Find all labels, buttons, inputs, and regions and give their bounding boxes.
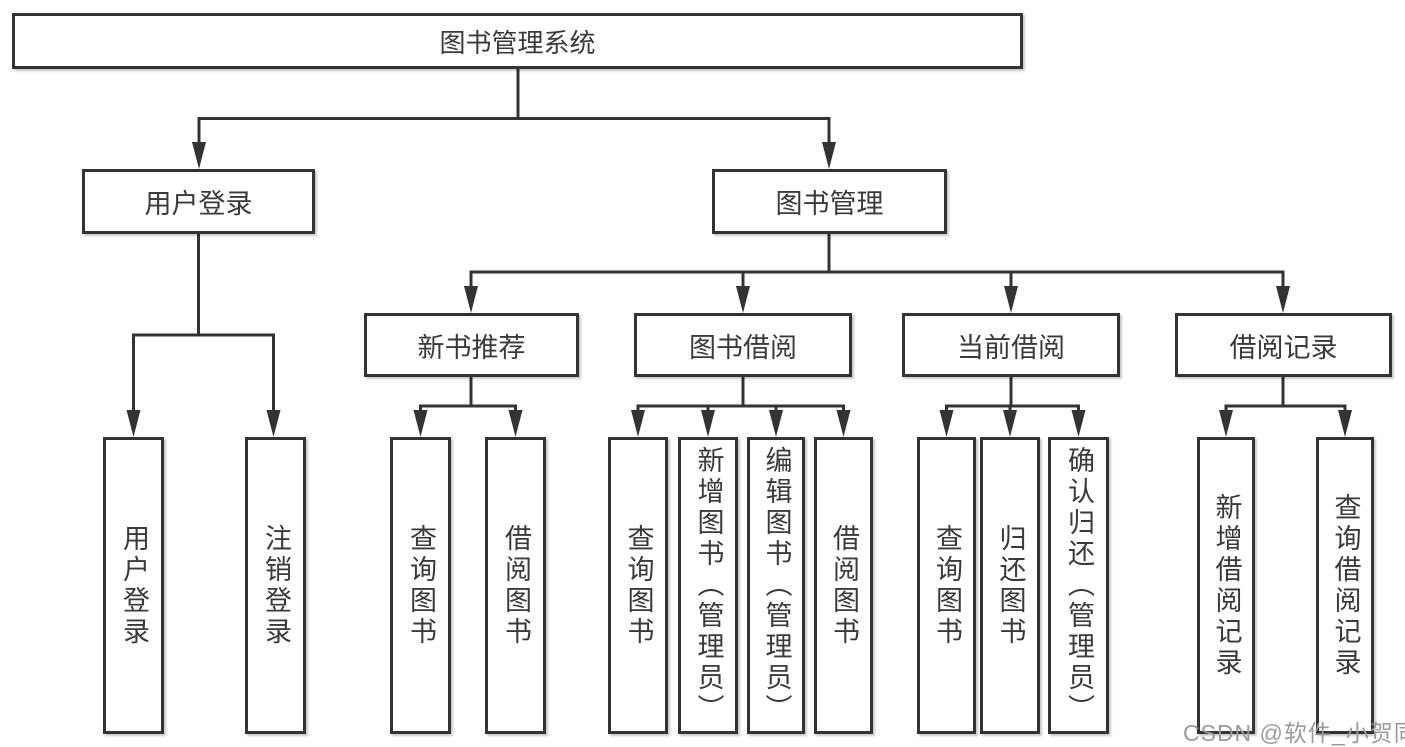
connector-book-management-to-level3 [464, 233, 1290, 313]
connector-borrow-record-to-leaves [1219, 377, 1352, 437]
leaf-record-add: 新增借阅记录 [1197, 437, 1255, 734]
node-user-login-label: 用户登录 [144, 189, 253, 219]
connector-book-borrow-to-leaves [631, 377, 851, 437]
node-book-borrow: 图书借阅 [634, 313, 852, 377]
leaf-user-login: 用户登录 [103, 437, 164, 734]
leaf-current-confirm-return-label: 确认归还（管理员） [1064, 446, 1094, 725]
leaf-record-query-label: 查询借阅记录 [1330, 492, 1361, 679]
node-root: 图书管理系统 [12, 13, 1023, 69]
leaf-recommend-borrow-book-label: 借阅图书 [501, 523, 531, 648]
connector-current-borrow-to-leaves [939, 377, 1086, 437]
leaf-current-query-book-label: 查询图书 [932, 523, 962, 648]
node-book-management-label: 图书管理 [775, 189, 884, 219]
connector-user-login-to-leaves [126, 233, 281, 437]
connector-new-book-recommend-to-leaves [413, 377, 523, 437]
node-new-book-recommend: 新书推荐 [364, 313, 579, 377]
leaf-recommend-query-book: 查询图书 [390, 437, 451, 734]
leaf-logout: 注销登录 [245, 437, 306, 734]
leaf-borrow-edit-book: 编辑图书（管理员） [747, 437, 805, 734]
leaf-borrow-borrow-book: 借阅图书 [814, 437, 873, 734]
leaf-borrow-edit-book-label: 编辑图书（管理员） [761, 446, 792, 725]
leaf-borrow-query-book-label: 查询图书 [623, 523, 654, 648]
leaf-recommend-query-book-label: 查询图书 [406, 523, 436, 648]
leaf-borrow-borrow-book-label: 借阅图书 [829, 523, 859, 648]
node-borrow-record-label: 借阅记录 [1229, 332, 1338, 363]
leaf-current-query-book: 查询图书 [917, 437, 976, 734]
node-book-management: 图书管理 [712, 169, 947, 234]
node-borrow-record: 借阅记录 [1175, 313, 1392, 377]
leaf-recommend-borrow-book: 借阅图书 [485, 437, 546, 734]
leaf-borrow-query-book: 查询图书 [608, 437, 668, 734]
node-root-label: 图书管理系统 [439, 27, 596, 58]
csdn-watermark: CSDN @软件_小贺同学 [1183, 720, 1405, 746]
node-book-borrow-label: 图书借阅 [689, 332, 797, 363]
leaf-current-return-book: 归还图书 [980, 437, 1040, 734]
node-current-borrow: 当前借阅 [902, 313, 1120, 377]
leaf-current-confirm-return: 确认归还（管理员） [1048, 437, 1109, 734]
leaf-logout-label: 注销登录 [261, 523, 291, 648]
node-new-book-recommend-label: 新书推荐 [417, 332, 526, 363]
node-current-borrow-label: 当前借阅 [957, 332, 1065, 363]
leaf-record-add-label: 新增借阅记录 [1211, 492, 1242, 679]
leaf-record-query: 查询借阅记录 [1316, 437, 1374, 734]
leaf-user-login-label: 用户登录 [119, 523, 149, 648]
connector-root-to-level2 [192, 68, 836, 169]
leaf-borrow-add-book: 新增图书（管理员） [678, 437, 738, 734]
leaf-borrow-add-book-label: 新增图书（管理员） [693, 446, 724, 725]
node-user-login: 用户登录 [82, 169, 315, 234]
leaf-current-return-book-label: 归还图书 [995, 523, 1026, 648]
